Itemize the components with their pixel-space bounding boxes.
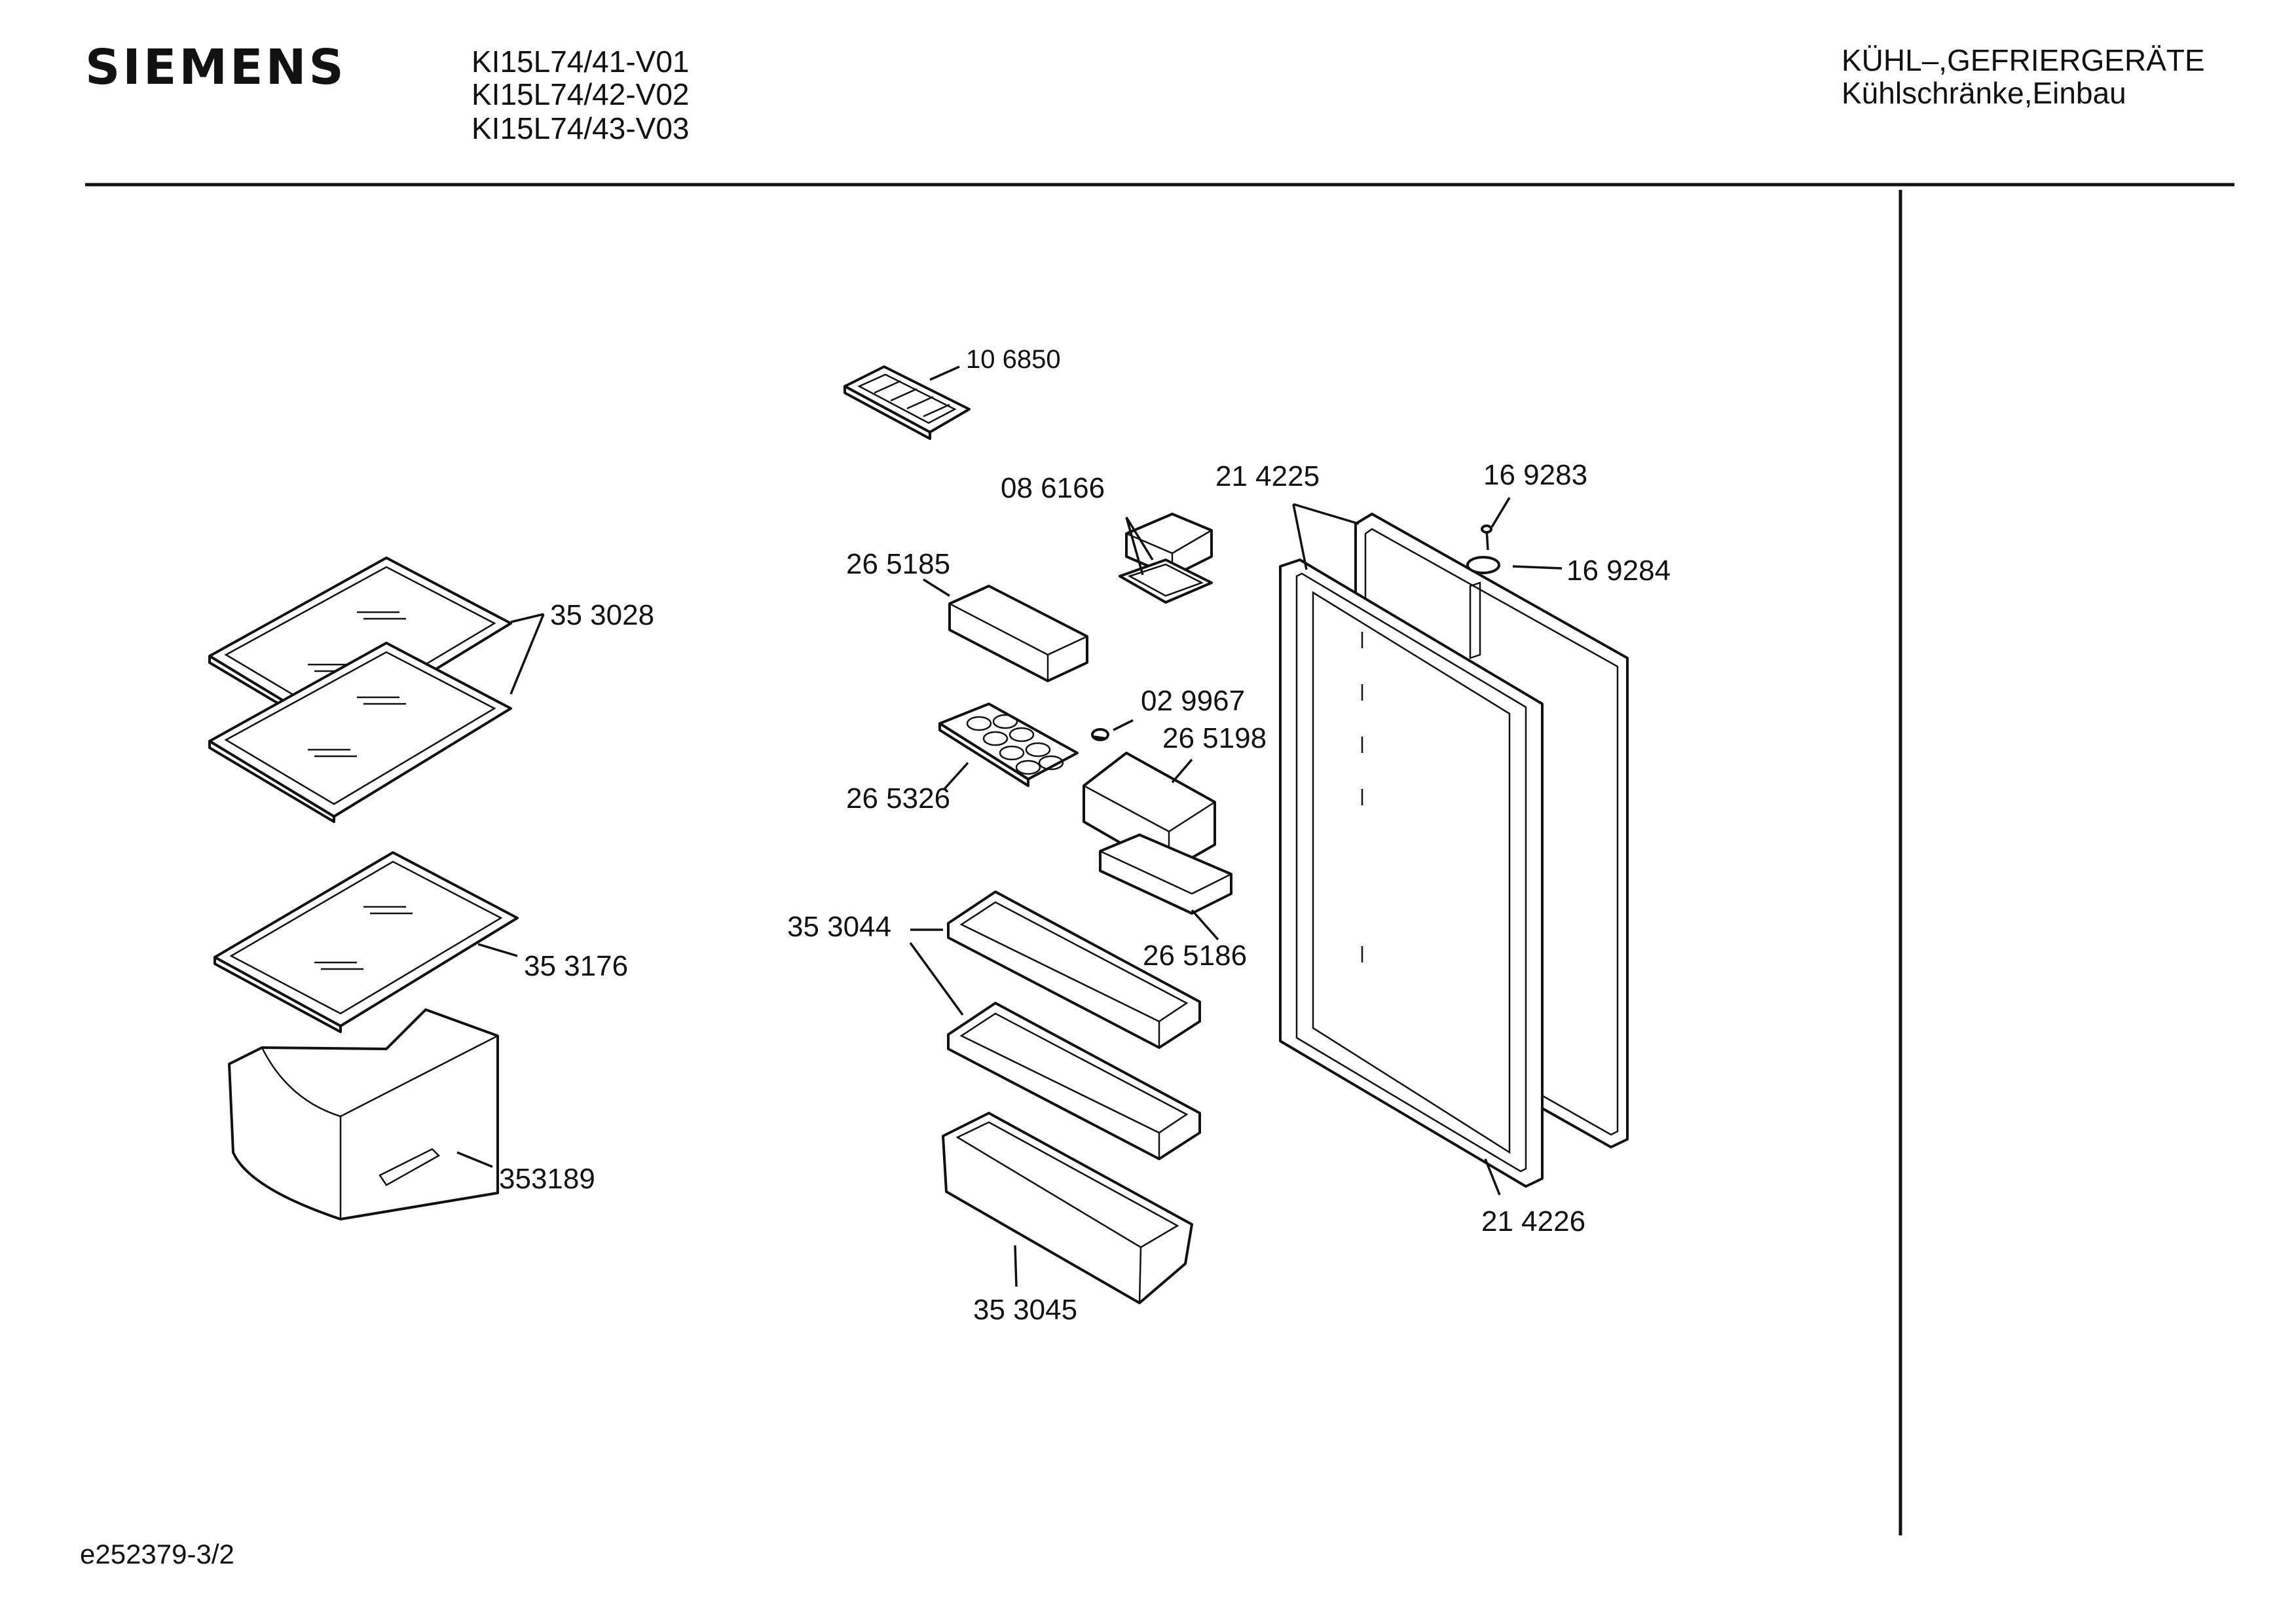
dairy-compartment-tray <box>1099 833 1232 915</box>
door-gasket <box>1279 559 1544 1188</box>
door-shelf-middle <box>947 1002 1201 1160</box>
screw-small <box>1091 728 1109 741</box>
part-label-265198: 26 5198 <box>1162 722 1267 754</box>
part-label-265185: 26 5185 <box>846 548 950 580</box>
part-label-106850: 10 6850 <box>966 345 1061 374</box>
part-label-169284: 16 9284 <box>1566 555 1671 587</box>
part-label-086166: 08 6166 <box>1001 472 1105 504</box>
part-label-353028: 35 3028 <box>550 599 654 631</box>
glass-shelf-crisper-cover <box>213 851 519 1033</box>
part-label-353045: 35 3045 <box>973 1294 1077 1326</box>
brand-logo: SIEMENS <box>85 39 346 96</box>
ice-cube-tray <box>843 365 971 440</box>
leader-lines <box>456 365 1563 1287</box>
part-label-353189: 353189 <box>499 1163 595 1195</box>
model-number-1: KI15L74/41-V01 <box>472 45 690 79</box>
freezer-compartment-small <box>1119 513 1213 604</box>
glass-shelf-lower <box>208 642 512 823</box>
product-subcategory: Kühlschränke,Einbau <box>1842 76 2126 110</box>
part-label-214225: 21 4225 <box>1215 460 1320 492</box>
bottle-shelf <box>942 1112 1193 1304</box>
product-category: KÜHL–,GEFRIERGERÄTE <box>1842 43 2205 77</box>
part-label-029967: 02 9967 <box>1141 685 1245 717</box>
door-shelf-upper <box>947 890 1201 1049</box>
model-number-2: KI15L74/42-V02 <box>472 77 690 111</box>
part-label-265326: 26 5326 <box>846 782 950 815</box>
hinge-cover-cap <box>1466 556 1500 574</box>
model-number-3: KI15L74/43-V03 <box>472 111 690 145</box>
egg-tray <box>938 703 1079 787</box>
crisper-drawer <box>228 1008 499 1220</box>
dairy-compartment <box>1083 752 1216 872</box>
part-label-353176: 35 3176 <box>524 950 628 982</box>
butter-compartment <box>948 585 1088 682</box>
part-label-265186: 26 5186 <box>1143 940 1247 972</box>
drawing-id: e252379-3/2 <box>80 1539 234 1569</box>
part-label-353044: 35 3044 <box>787 911 891 943</box>
part-label-169283: 16 9283 <box>1483 459 1587 491</box>
part-label-214226: 21 4226 <box>1481 1205 1585 1237</box>
hinge-screw <box>1481 524 1492 551</box>
